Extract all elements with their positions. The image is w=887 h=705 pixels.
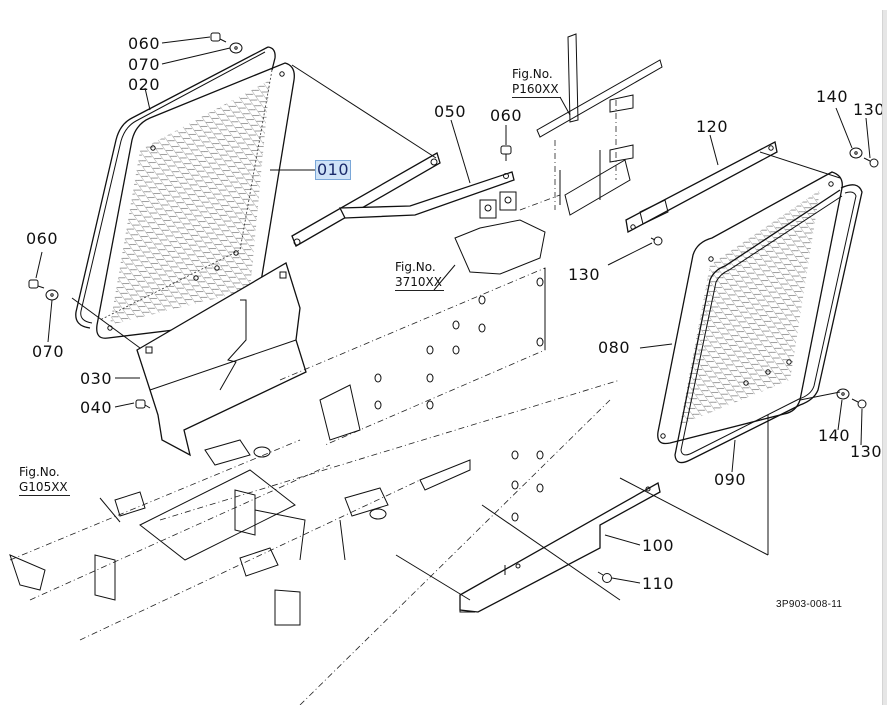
callout-040[interactable]: 040 [80,398,113,417]
callout-080[interactable]: 080 [598,338,631,357]
drawing-id: 3P903-008-11 [776,599,843,610]
part-090-right-seal[interactable] [674,184,863,464]
callout-020[interactable]: 020 [128,75,161,94]
washer-070-top[interactable] [229,42,243,54]
callout-060-mid[interactable]: 060 [490,106,523,125]
figref-number: P160XX [512,82,561,98]
bolt-060-left[interactable] [28,279,45,289]
bolt-060-mid[interactable] [500,145,512,161]
figref-g105xx[interactable]: Fig.No. G105XX [19,465,70,496]
bolt-110[interactable] [597,571,612,583]
figref-label: Fig.No. [19,465,60,479]
figref-number: 3710XX [395,275,444,291]
part-080-right-screen-panel[interactable] [657,171,843,445]
callout-100[interactable]: 100 [642,536,675,555]
chassis-frame [9,267,621,705]
figref-3710xx[interactable]: Fig.No. 3710XX [395,260,444,291]
figref-label: Fig.No. [395,260,436,274]
callout-140-top[interactable]: 140 [816,87,849,106]
callout-030[interactable]: 030 [80,369,113,388]
washer-140-top[interactable] [849,147,863,159]
washer-070-left[interactable] [45,289,59,301]
washer-140-bot[interactable] [836,388,850,400]
bolt-130-mid[interactable] [650,236,663,246]
part-010-left-screen-panel[interactable] [96,62,295,339]
callout-090[interactable]: 090 [714,470,747,489]
figref-p160xx[interactable]: Fig.No. P160XX [512,67,561,98]
component-3710xx [454,191,561,275]
callout-120[interactable]: 120 [696,117,729,136]
callout-060-left[interactable]: 060 [26,229,59,248]
callout-130-bot[interactable]: 130 [850,442,883,461]
callout-050[interactable]: 050 [434,102,467,121]
callout-070-top[interactable]: 070 [128,55,161,74]
part-020-left-seal[interactable] [75,46,276,329]
callout-010-highlighted[interactable]: 010 [314,160,352,180]
bolt-040[interactable] [135,399,151,409]
bolt-060-top[interactable] [210,32,227,43]
callout-130-mid[interactable]: 130 [568,265,601,284]
callout-060-top[interactable]: 060 [128,34,161,53]
figref-label: Fig.No. [512,67,553,81]
part-100-bottom-rail[interactable] [459,482,661,613]
callout-140-bot[interactable]: 140 [818,426,851,445]
callout-070-left[interactable]: 070 [32,342,65,361]
part-050-bracket[interactable] [291,152,515,247]
leader-lines [35,36,871,601]
callout-130-top[interactable]: 130 [853,100,886,119]
callout-110[interactable]: 110 [642,574,675,593]
scrollbar[interactable] [882,10,887,705]
bolt-130-bot[interactable] [851,398,867,409]
part-120-rail[interactable] [625,141,778,234]
component-p160xx-frame [536,33,663,216]
part-030-cover[interactable] [136,262,307,457]
bolt-130-top[interactable] [863,157,879,168]
figref-number: G105XX [19,480,70,496]
